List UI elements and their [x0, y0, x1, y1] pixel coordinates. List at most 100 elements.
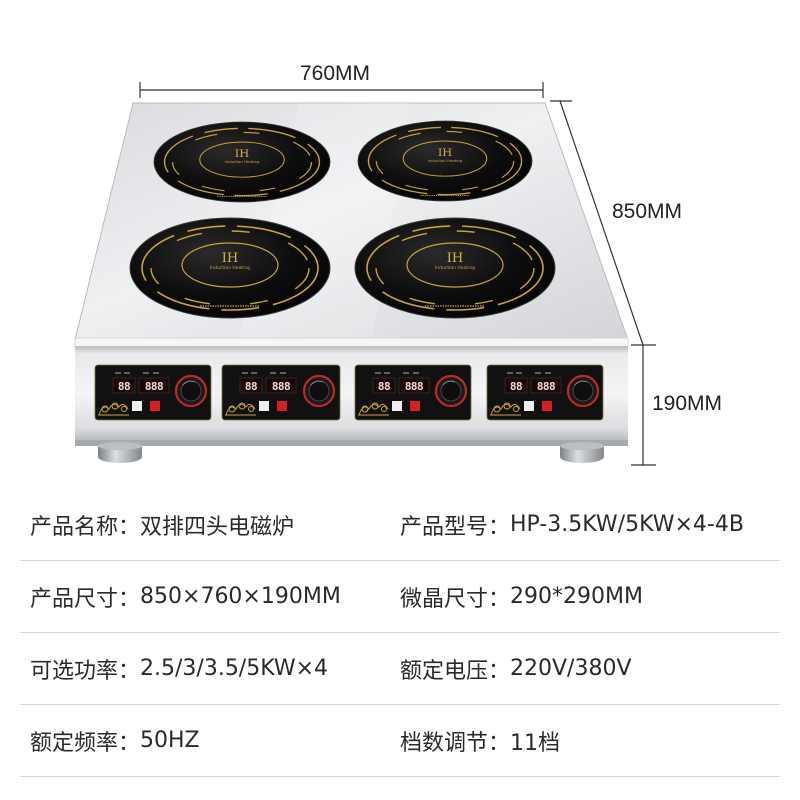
wave-swirl	[228, 405, 236, 413]
burner-logo: IH	[222, 251, 238, 266]
spec-power-levels: 档数调节：11档	[400, 705, 560, 776]
inner-heat-ring	[402, 140, 488, 177]
burner-logo: IH	[438, 147, 452, 159]
spec-label: 额定电压：	[400, 658, 511, 684]
burner-glass	[357, 120, 533, 202]
induction-cooktop-illustration: 760MM 850MM 190MM	[74, 62, 722, 466]
depth-dimension-label: 850MM	[612, 200, 682, 223]
white-button	[132, 401, 142, 411]
wave-swirl	[513, 406, 519, 412]
wave-swirl	[371, 402, 379, 410]
red-button	[150, 401, 160, 411]
height-dimension	[631, 345, 656, 466]
inner-heat-ring	[181, 242, 279, 288]
spec-value: 50HZ	[140, 728, 200, 753]
wave-curve	[225, 403, 256, 416]
spec-label: 微晶尺寸：	[400, 586, 511, 612]
spec-value: 220V/380V	[510, 656, 632, 681]
control-panel-4: 88 888	[486, 364, 604, 421]
depth-dimension-line	[559, 100, 644, 346]
foot-right	[560, 442, 604, 463]
display-left-screen	[239, 377, 263, 394]
foot-right-base	[560, 451, 604, 463]
display-right-digits: 888	[537, 380, 555, 393]
display-left-screen	[112, 377, 136, 394]
foot-right-top	[560, 442, 604, 450]
wave-decoration	[358, 402, 389, 416]
wave-swirl	[381, 406, 387, 412]
spec-label: 产品名称：	[30, 514, 141, 540]
middle-heat-ring	[150, 230, 310, 306]
wave-curve	[98, 403, 129, 416]
display-right-screen	[265, 377, 297, 394]
burner-logo-subtitle: Induction Heating	[428, 159, 463, 163]
display-right-screen	[138, 377, 170, 394]
white-button	[259, 401, 269, 411]
wave-swirl	[121, 406, 127, 412]
burner-logo-subtitle: Induction Heating	[435, 265, 475, 271]
burner-glass	[354, 217, 556, 319]
wave-curve	[358, 403, 389, 416]
control-panel-3: 88 888	[354, 364, 472, 421]
burner-logo-subtitle: Induction Heating	[210, 265, 250, 271]
spec-product-name: 产品名称：双排四头电磁炉	[30, 489, 294, 560]
burner-logo-subtitle: Induction Heating	[224, 159, 260, 164]
spec-label: 产品型号：	[400, 514, 511, 540]
foot-left	[98, 442, 142, 463]
control-panel-2: 88 888	[221, 364, 341, 421]
outer-heat-ring	[141, 225, 319, 311]
display-left-digits: 88	[510, 380, 522, 393]
spec-rated-voltage: 额定电压：220V/380V	[400, 633, 632, 704]
display-right-digits: 888	[405, 380, 423, 393]
spec-value: 2.5/3/3.5/5KW×4	[140, 656, 329, 681]
spec-value: 11档	[510, 730, 561, 756]
burner-glass	[153, 121, 331, 203]
width-dimension-label: 760MM	[300, 62, 370, 85]
burner-logo: IH	[447, 251, 463, 266]
outer-heat-ring	[366, 225, 544, 311]
white-button	[524, 401, 534, 411]
middle-heat-ring	[375, 230, 535, 306]
spec-row: 产品尺寸：850×760×190MM 微晶尺寸：290*290MM	[20, 561, 780, 633]
knob-highlight	[310, 380, 324, 386]
display-right-digits: 888	[272, 380, 290, 393]
display-left-digits: 88	[378, 380, 390, 393]
spec-row: 额定频率：50HZ 档数调节：11档	[20, 705, 780, 777]
spec-value: 290*290MM	[510, 584, 643, 609]
spec-value: 850×760×190MM	[140, 584, 341, 609]
display-right-screen	[398, 377, 430, 394]
knob-highlight	[574, 380, 588, 386]
spec-table: 产品名称：双排四头电磁炉 产品型号：HP-3.5KW/5KW×4-4B 产品尺寸…	[20, 489, 780, 777]
control-panel-1: 88 888	[94, 364, 212, 421]
cooktop-bottom-edge	[75, 440, 628, 446]
spec-value: HP-3.5KW/5KW×4-4B	[510, 512, 744, 537]
burner-top-right: IH Induction Heating	[357, 120, 533, 202]
red-button	[542, 401, 552, 411]
inner-heat-ring	[406, 242, 504, 288]
wave-swirl	[101, 405, 109, 413]
wave-decoration	[225, 402, 256, 416]
spec-value: 双排四头电磁炉	[140, 514, 295, 540]
spec-product-model: 产品型号：HP-3.5KW/5KW×4-4B	[400, 489, 744, 560]
spec-power-options: 可选功率：2.5/3/3.5/5KW×4	[30, 633, 328, 704]
width-dimension	[139, 82, 544, 98]
burner-top-left: IH Induction Heating	[153, 121, 331, 203]
foot-left-top	[98, 442, 142, 450]
spec-label: 额定频率：	[30, 730, 141, 756]
spec-label: 可选功率：	[30, 658, 141, 684]
burner-glass	[129, 217, 331, 319]
red-button	[277, 401, 287, 411]
wave-swirl	[238, 402, 246, 410]
wave-swirl	[361, 405, 369, 413]
knob-highlight	[442, 380, 456, 386]
burner-bottom-left: IH Induction Heating	[129, 217, 331, 319]
inner-heat-ring	[199, 141, 285, 178]
display-left-screen	[372, 377, 396, 394]
display-left-digits: 88	[118, 380, 130, 393]
spec-glass-size: 微晶尺寸：290*290MM	[400, 561, 643, 632]
spec-row: 产品名称：双排四头电磁炉 产品型号：HP-3.5KW/5KW×4-4B	[20, 489, 780, 561]
wave-curve	[490, 403, 521, 416]
display-right-screen	[530, 377, 562, 394]
cooktop-front-lip	[74, 337, 629, 348]
